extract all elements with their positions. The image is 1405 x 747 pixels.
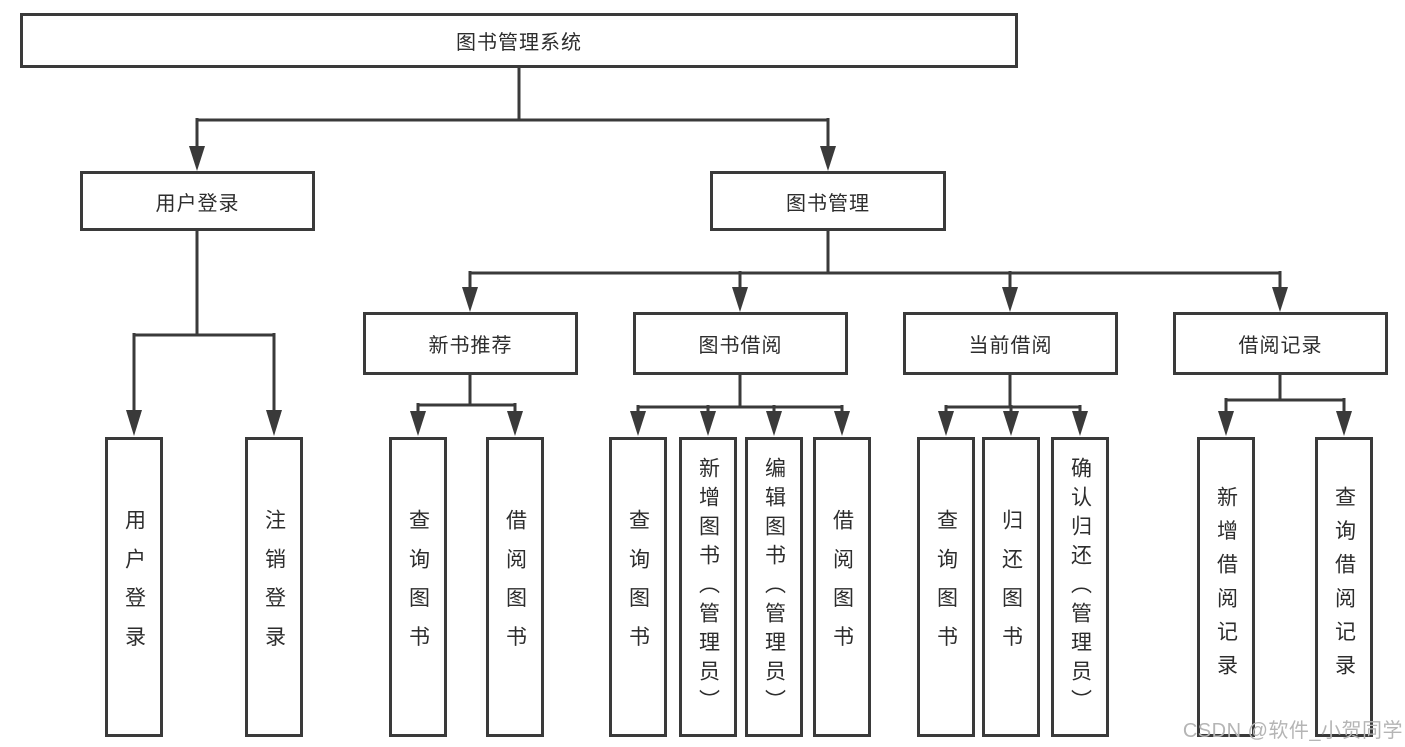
leaf-confirm-return-admin-label: 确认归还（管理员） — [1068, 456, 1092, 718]
node-current-borrow: 当前借阅 — [903, 312, 1118, 375]
node-book-borrow: 图书借阅 — [633, 312, 848, 375]
leaf-query-books-recommend-label: 查询图书 — [406, 509, 430, 665]
leaf-edit-book-admin-label: 编辑图书（管理员） — [762, 456, 786, 718]
leaf-query-books-current-label: 查询图书 — [934, 509, 958, 665]
leaf-logout: 注销登录 — [245, 437, 303, 737]
leaf-query-books-current: 查询图书 — [917, 437, 975, 737]
arrowheads — [126, 146, 1352, 436]
node-user-login: 用户登录 — [80, 171, 315, 231]
node-book-management: 图书管理 — [710, 171, 946, 231]
leaf-return-books-label: 归还图书 — [999, 509, 1023, 665]
csdn-watermark: CSDN @软件_小贺同学 — [1182, 720, 1403, 742]
leaf-query-borrow-record: 查询借阅记录 — [1315, 437, 1373, 737]
leaf-logout-label: 注销登录 — [262, 509, 286, 665]
leaf-add-borrow-record-label: 新增借阅记录 — [1214, 486, 1238, 688]
node-book-management-label: 图书管理 — [786, 192, 870, 215]
leaf-query-borrow-record-label: 查询借阅记录 — [1332, 486, 1356, 688]
leaf-borrow-books-recommend: 借阅图书 — [486, 437, 544, 737]
node-current-borrow-label: 当前借阅 — [968, 335, 1053, 357]
leaf-borrow-books-recommend-label: 借阅图书 — [503, 509, 527, 665]
leaf-borrow-books-borrow: 借阅图书 — [813, 437, 871, 737]
leaf-user-login-label: 用户登录 — [122, 509, 146, 665]
leaf-borrow-books-borrow-label: 借阅图书 — [830, 509, 854, 665]
leaf-edit-book-admin: 编辑图书（管理员） — [745, 437, 803, 737]
leaf-add-book-admin-label: 新增图书（管理员） — [696, 456, 720, 718]
leaf-query-books-recommend: 查询图书 — [389, 437, 447, 737]
node-borrow-records: 借阅记录 — [1173, 312, 1388, 375]
node-root-label: 图书管理系统 — [456, 32, 582, 54]
node-new-book-recommend-label: 新书推荐 — [428, 335, 513, 357]
node-new-book-recommend: 新书推荐 — [363, 312, 578, 375]
leaf-confirm-return-admin: 确认归还（管理员） — [1051, 437, 1109, 737]
node-borrow-records-label: 借阅记录 — [1238, 335, 1323, 357]
leaf-add-borrow-record: 新增借阅记录 — [1197, 437, 1255, 737]
node-book-borrow-label: 图书借阅 — [698, 335, 783, 357]
leaf-return-books: 归还图书 — [982, 437, 1040, 737]
node-root: 图书管理系统 — [20, 13, 1018, 68]
node-user-login-label: 用户登录 — [155, 192, 240, 215]
leaf-user-login: 用户登录 — [105, 437, 163, 737]
leaf-add-book-admin: 新增图书（管理员） — [679, 437, 737, 737]
leaf-query-books-borrow-label: 查询图书 — [626, 509, 650, 665]
leaf-query-books-borrow: 查询图书 — [609, 437, 667, 737]
